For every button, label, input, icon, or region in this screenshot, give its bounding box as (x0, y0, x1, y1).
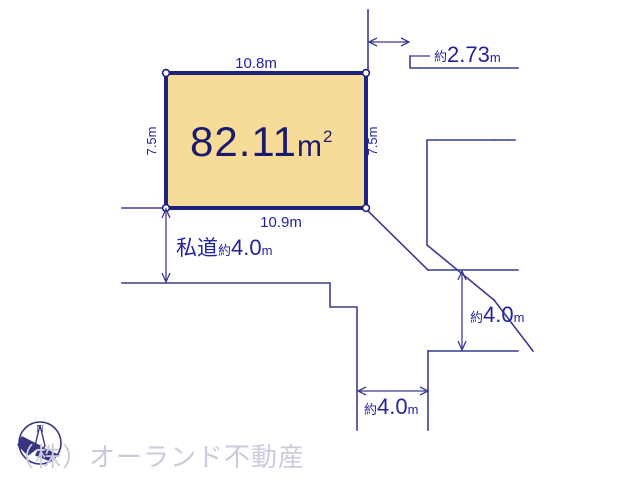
boundary-line-neighbour-parcel (426, 139, 496, 302)
boundary-line-diagonal-lower-left (364, 207, 430, 272)
parcel-area-superscript: 2 (323, 127, 333, 146)
corner-node-bottom-right (361, 203, 371, 213)
parcel-area-unit: m (297, 130, 323, 163)
compass-north-letter: N (36, 423, 44, 435)
dimension-private-road: 私道約4.0m (161, 207, 272, 284)
dimension-arrow-head-right (400, 37, 411, 47)
dimension-arrow-head-bottom-right (419, 386, 430, 396)
dimension-arrow-head-up (161, 207, 171, 219)
dimension-bottom-road: 約4.0m (356, 386, 430, 419)
dimension-label-bottom: 10.9m (260, 214, 302, 231)
parcel-area-value: 82.11 (190, 118, 297, 165)
boundary-line-top-right-ledge (409, 55, 519, 69)
dimension-arrow-head-down (161, 272, 171, 284)
watermark-company-name: （株）オーランド不動産 (8, 442, 305, 472)
compass-needle-southwest (17, 436, 42, 456)
corner-node-top-right (361, 68, 371, 78)
watermark-group: N （株）オーランド不動産 (8, 421, 305, 472)
dimension-arrow-head-right-down (457, 340, 467, 352)
dimension-label-top: 10.8m (235, 55, 277, 72)
dimension-label-bottom-road: 約4.0m (364, 394, 418, 419)
dimension-arrow-head-bottom-left (356, 386, 367, 396)
dimension-label-private-road: 私道約4.0m (176, 235, 272, 260)
boundary-line-road-step (121, 282, 358, 431)
dimension-arrow-head-left (367, 37, 378, 47)
dimension-label-left: 7.5m (144, 127, 159, 156)
dimension-label-top-right-offset: 約2.73m (434, 42, 501, 67)
parcel-area-label: 82.11m2 (190, 118, 333, 165)
compass-rose-icon: N (17, 421, 62, 465)
dimension-label-right: 7.5m (365, 127, 380, 156)
dimension-label-right-road: 約4.0m (470, 302, 524, 327)
compass-needle-southeast (35, 446, 60, 461)
dimension-arrow-head-right-up (457, 269, 467, 281)
dimension-top-right-offset: 約2.73m (367, 37, 501, 67)
boundary-lines (121, 9, 535, 431)
dimension-right-road: 約4.0m (457, 269, 524, 352)
corner-node-top-left (161, 68, 171, 78)
boundary-line-road-right-diagonal (492, 298, 535, 353)
